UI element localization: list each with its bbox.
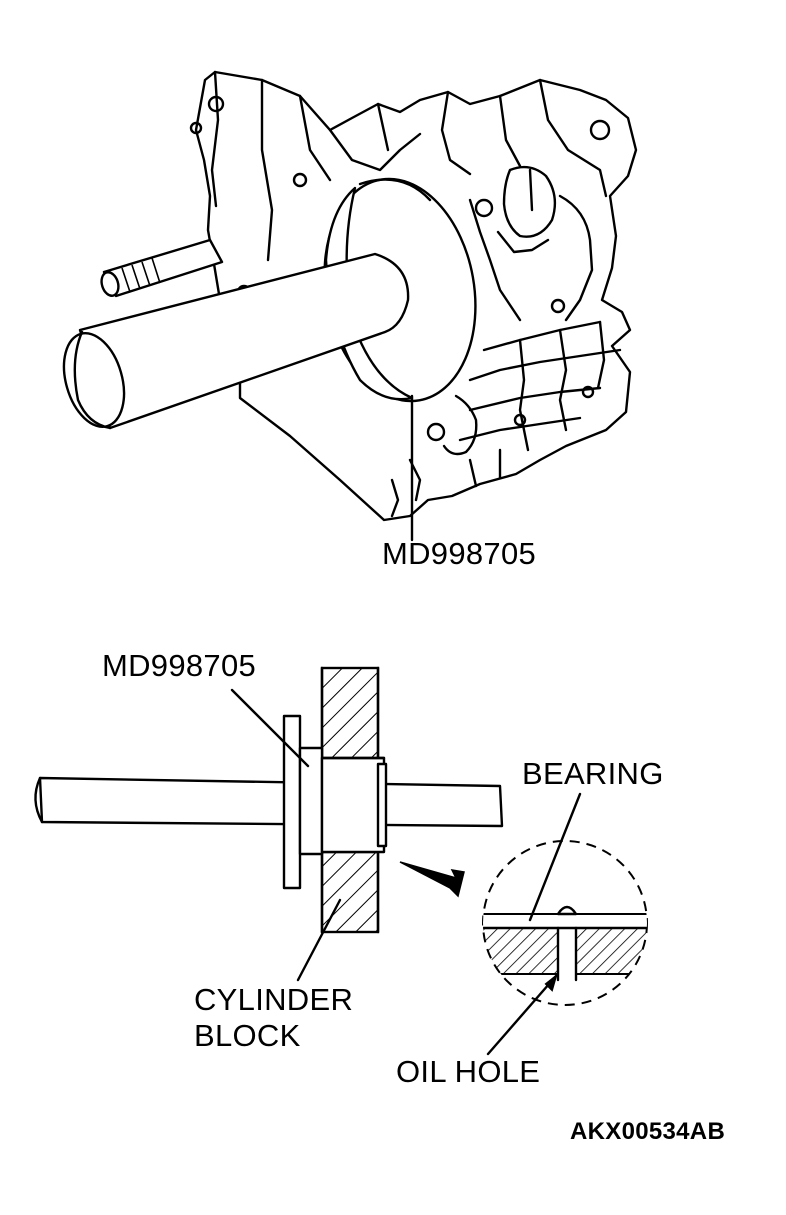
engine-block-drawing: [189, 70, 638, 522]
bearing-label: BEARING: [522, 756, 664, 791]
cylinder-label: CYLINDER: [194, 982, 354, 1017]
tool-part-number-label: MD998705: [382, 536, 537, 571]
oil-hole-label: OIL HOLE: [396, 1054, 541, 1089]
detail-circle-drawing: [482, 792, 648, 1056]
section-tool-part-number-label: MD998705: [102, 648, 257, 683]
reference-code: AKX00534AB: [570, 1118, 726, 1145]
cross-section-drawing: [34, 666, 504, 982]
block-label: BLOCK: [194, 1018, 301, 1053]
installer-tool-drawing: [62, 177, 477, 542]
